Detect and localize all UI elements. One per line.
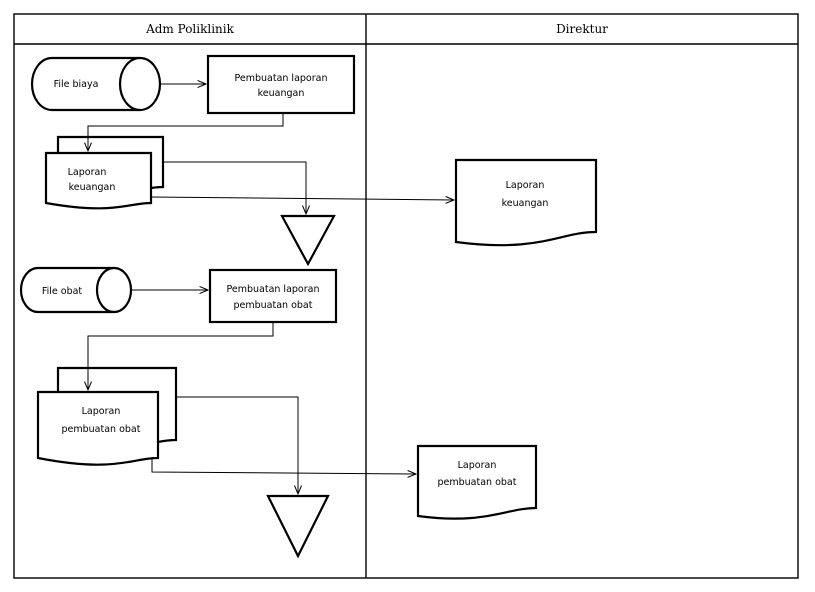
lane-title-adm-poliklinik: Adm Poliklinik [145, 22, 235, 36]
direktur-document-laporan-obat [416, 444, 538, 520]
swimlane-frame [13, 13, 799, 579]
arrow-process-2-to-doc-obat [88, 322, 274, 390]
doc-keuangan-label-line2: keuangan [69, 182, 116, 193]
file-biaya-storage [30, 56, 162, 112]
arrow-doc-obat-to-direktur [151, 457, 416, 474]
doc-keuangan-label-line1: Laporan [68, 167, 107, 178]
arrow-doc-obat-to-archive [176, 396, 298, 494]
document-laporan-keuangan-stack [44, 135, 165, 210]
arrow-doc-keuangan-to-archive [163, 161, 306, 214]
direktur-doc-obat-line1: Laporan [458, 460, 497, 471]
process-1-label-line2: keuangan [258, 88, 305, 99]
lane-title-direktur: Direktur [556, 22, 608, 36]
direktur-doc-obat-line2: pembuatan obat [438, 477, 517, 488]
process-pembuatan-laporan-keuangan [206, 54, 356, 115]
process-2-label-line1: Pembuatan laporan [226, 284, 319, 295]
document-laporan-obat-stack [36, 366, 178, 466]
arrow-doc-keuangan-to-direktur [150, 197, 454, 200]
file-obat-label: File obat [42, 286, 83, 297]
direktur-doc-keuangan-line2: keuangan [502, 198, 549, 209]
arrow-process-1-to-doc-keuangan [88, 113, 284, 151]
process-pembuatan-laporan-obat [208, 268, 338, 324]
process-2-label-line2: pembuatan obat [234, 300, 313, 311]
process-1-label-line1: Pembuatan laporan [234, 73, 327, 84]
file-biaya-label: File biaya [54, 79, 99, 90]
direktur-document-laporan-keuangan [454, 158, 598, 247]
direktur-doc-keuangan-line1: Laporan [506, 180, 545, 191]
archive-triangle-obat [266, 494, 330, 559]
file-obat-storage [19, 266, 133, 314]
doc-obat-label-line1: Laporan [82, 406, 121, 417]
doc-obat-label-line2: pembuatan obat [62, 424, 141, 435]
archive-triangle-keuangan [280, 214, 336, 267]
